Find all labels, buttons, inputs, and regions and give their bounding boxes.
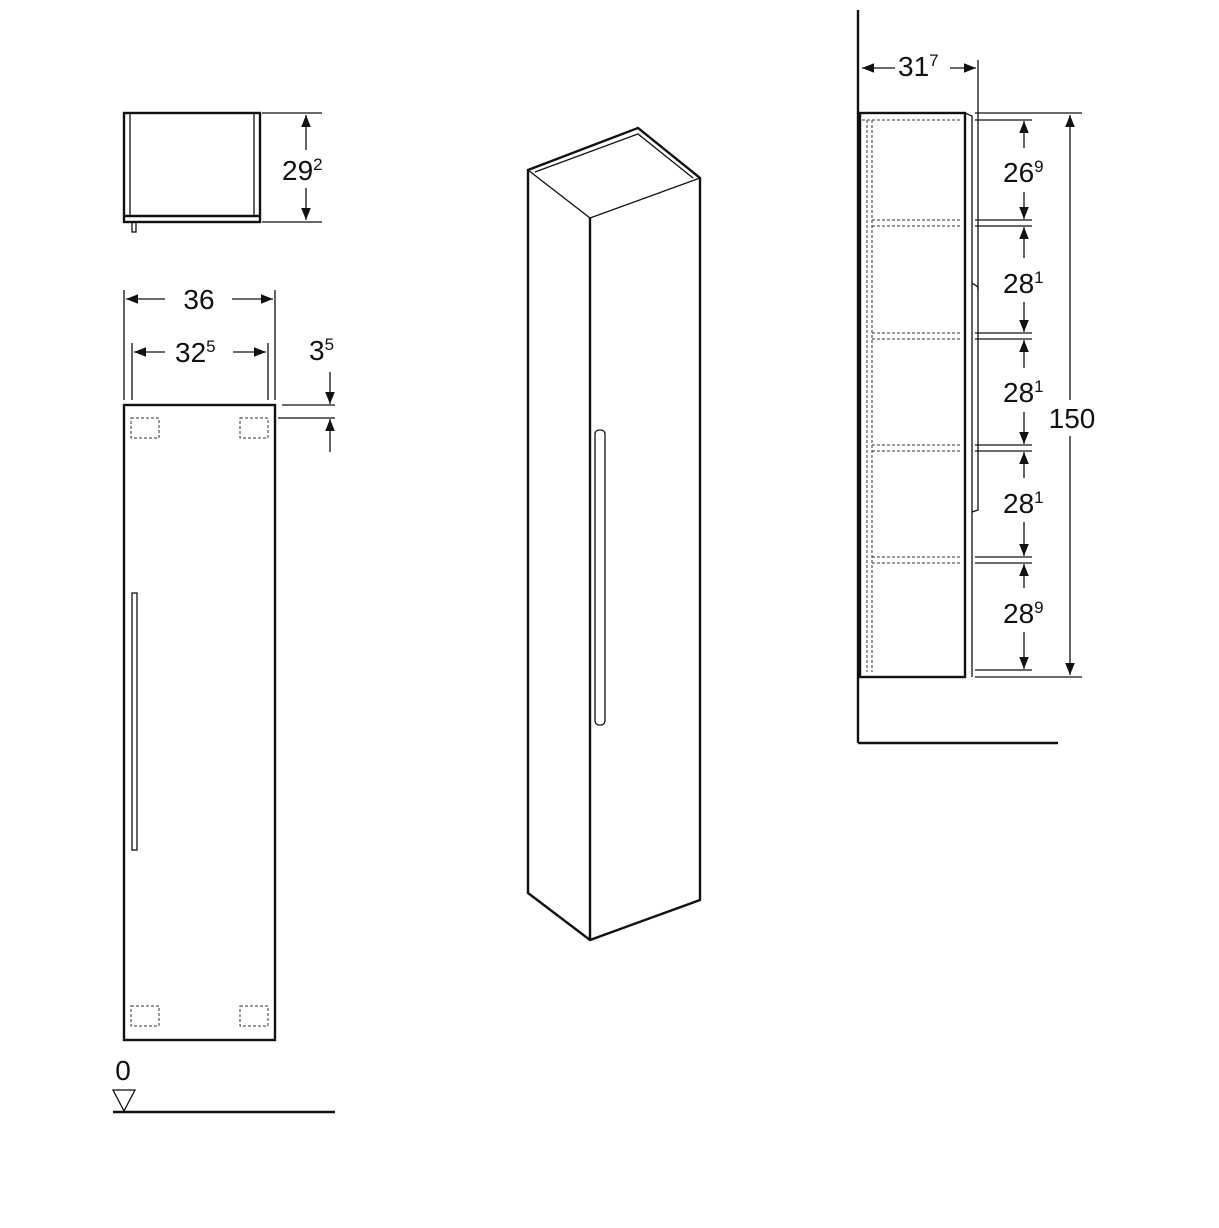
total-height-label: 150 bbox=[1049, 403, 1096, 434]
compartment-label: 281 bbox=[1003, 488, 1044, 519]
isometric-view bbox=[526, 126, 702, 942]
compartment-label: 281 bbox=[1003, 377, 1044, 408]
compartment-label: 289 bbox=[1003, 598, 1044, 629]
top-offset-label: 35 bbox=[309, 335, 334, 366]
width-outer-label: 36 bbox=[183, 284, 214, 315]
shelves bbox=[872, 219, 962, 564]
door-handle bbox=[131, 592, 138, 851]
mounting-bracket bbox=[239, 417, 269, 439]
depth-label: 317 bbox=[898, 51, 939, 82]
mounting-bracket bbox=[239, 1005, 269, 1027]
compartment-label: 281 bbox=[1003, 268, 1044, 299]
top-view: 292 bbox=[122, 111, 323, 233]
front-view: 36 325 35 0 bbox=[111, 284, 335, 1114]
mounting-bracket bbox=[130, 1005, 160, 1027]
compartment-dimensions: 269 281 281 281 289 bbox=[975, 119, 1044, 671]
compartment-label: 269 bbox=[1003, 157, 1044, 188]
width-inner-label: 325 bbox=[175, 337, 216, 368]
mounting-bracket bbox=[130, 417, 160, 439]
floor-level-icon bbox=[111, 1089, 137, 1113]
depth-label: 292 bbox=[282, 155, 323, 186]
door-handle bbox=[594, 429, 606, 726]
side-view: 317 150 269 281 281 281 2 bbox=[856, 10, 1096, 745]
floor-level-label: 0 bbox=[115, 1055, 131, 1086]
